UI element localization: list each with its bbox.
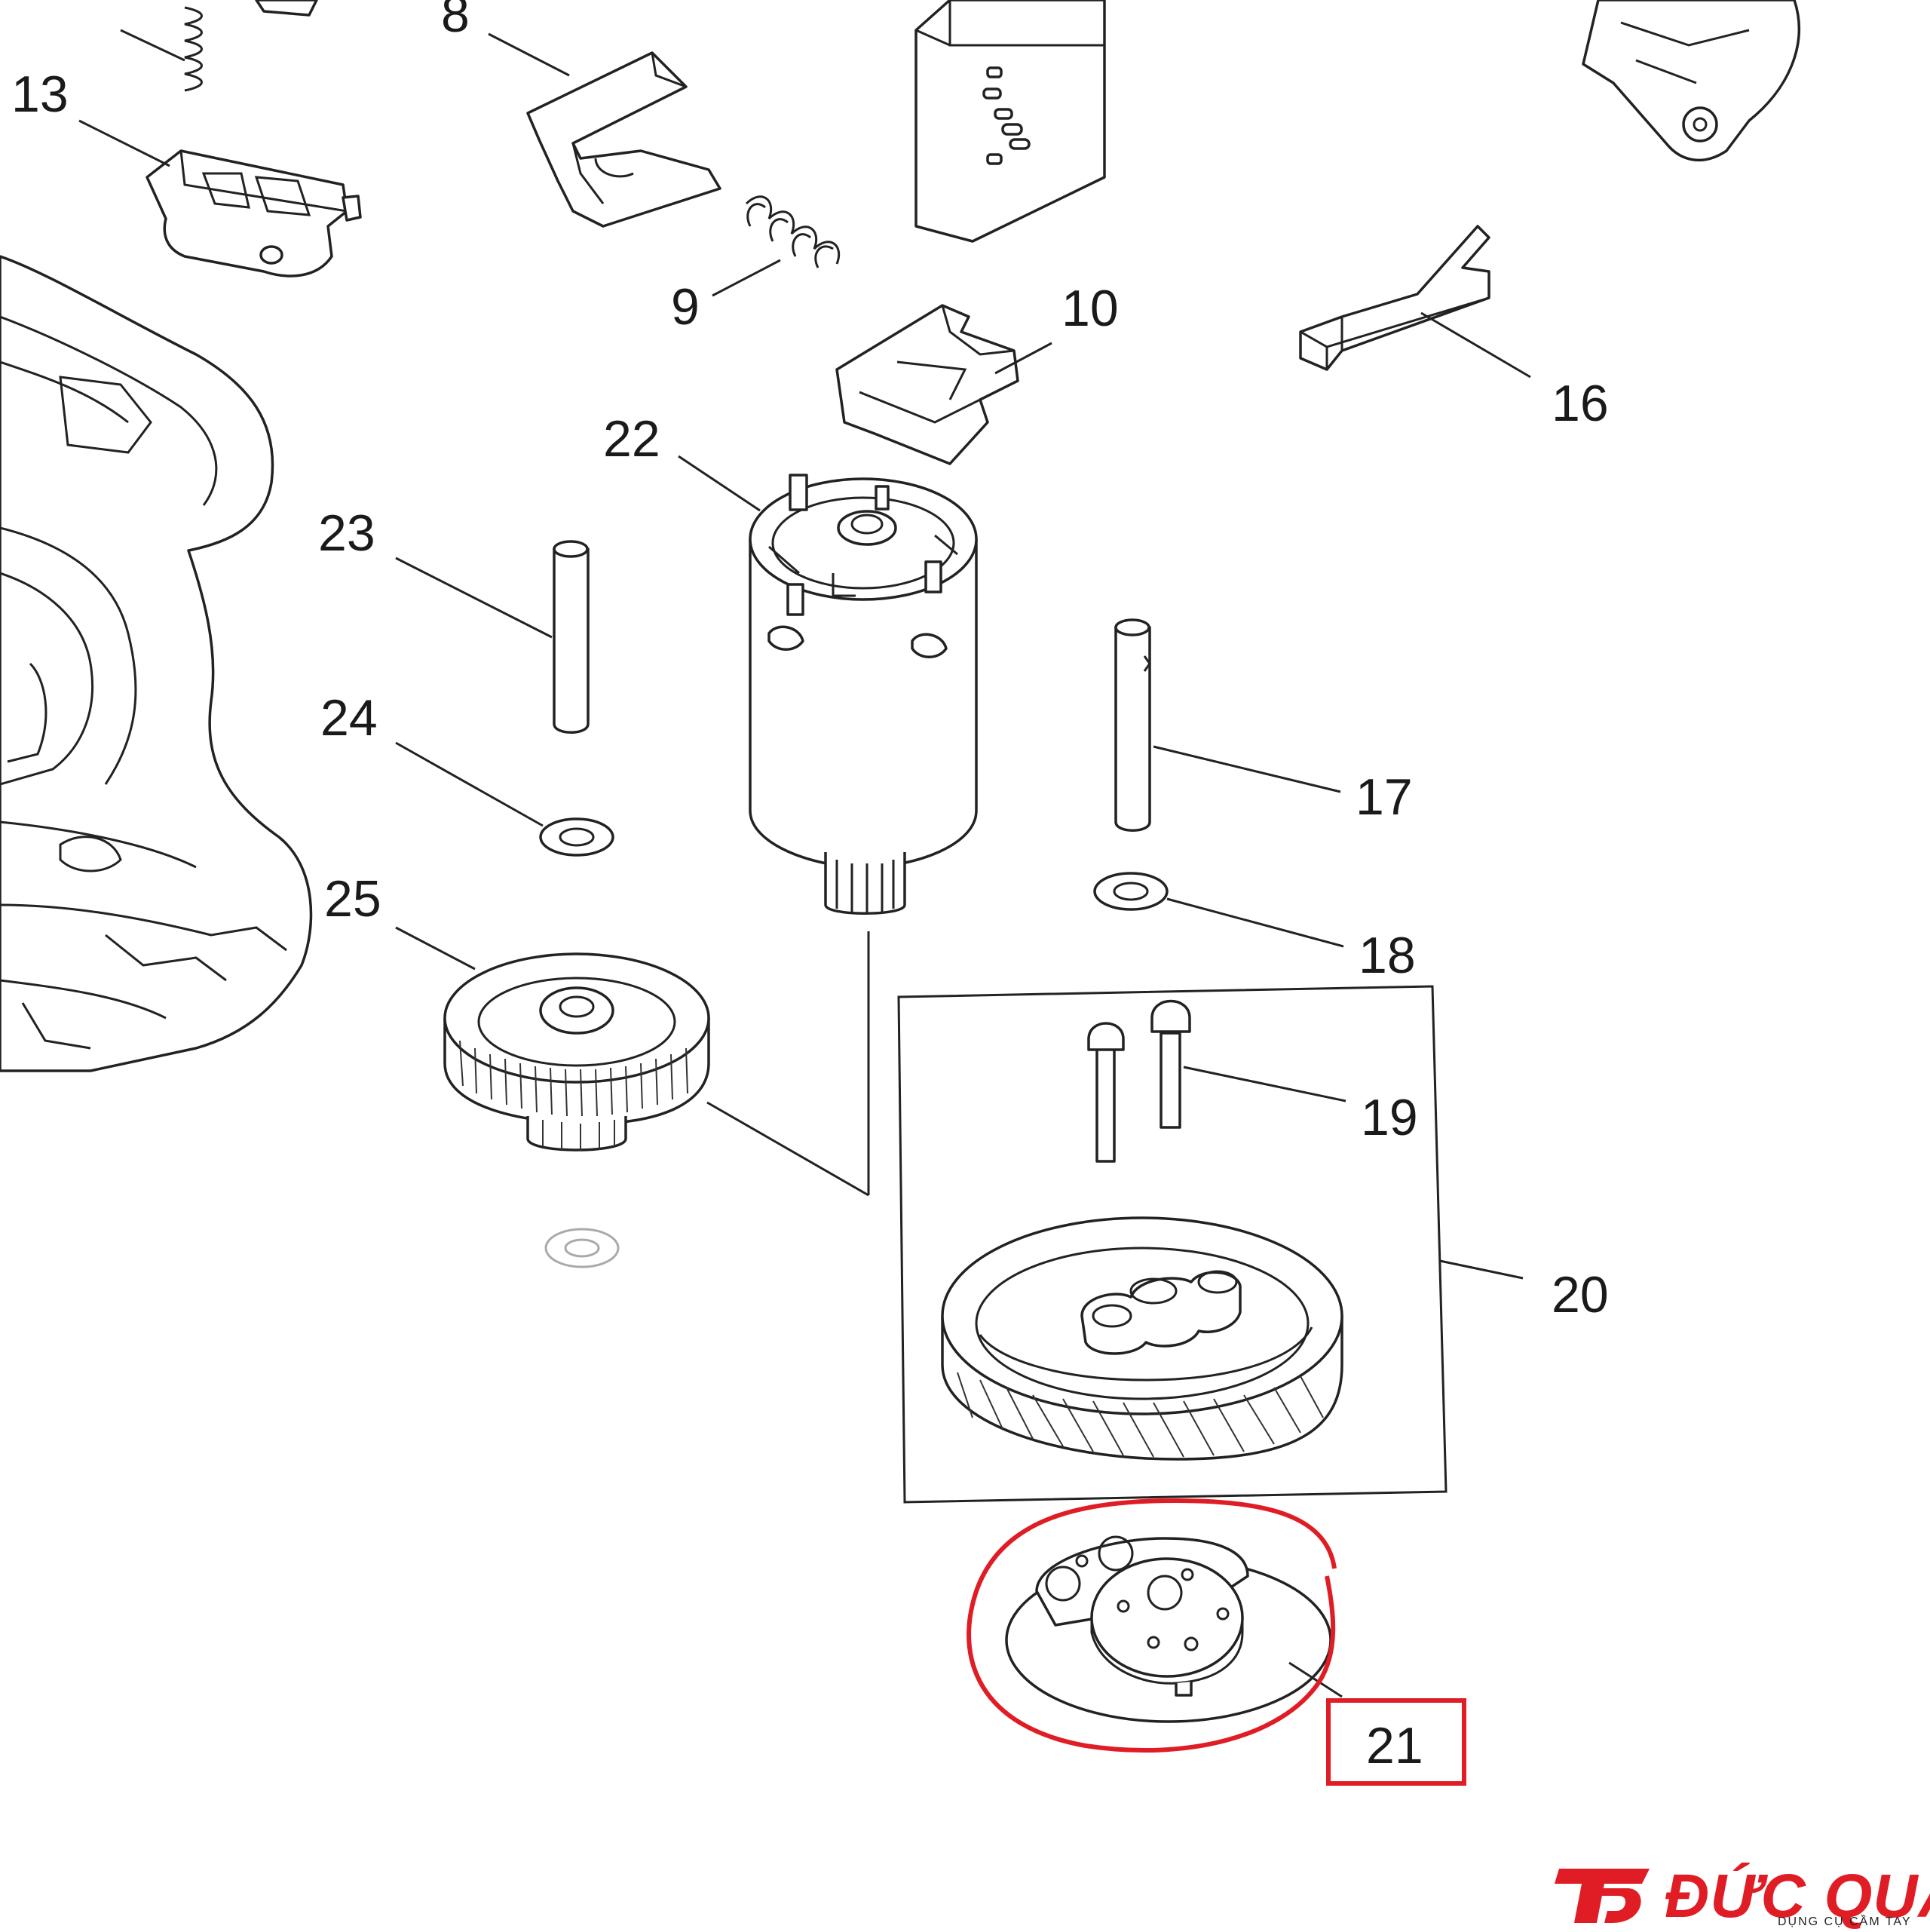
- part-8: [526, 51, 721, 228]
- part-top-right: [1582, 0, 1801, 162]
- part-25-gear: [443, 952, 710, 1152]
- callout-16: 16: [1552, 375, 1609, 432]
- part-18-washer: [1093, 872, 1169, 911]
- group-box-20: [897, 985, 1448, 1504]
- part-22-motor: [749, 474, 978, 915]
- part-21-plate: [1005, 1535, 1332, 1723]
- callout-10: 10: [1062, 280, 1119, 337]
- part-10: [835, 304, 1019, 465]
- part-17-pin: [1114, 618, 1151, 832]
- washer-ghost: [544, 1228, 620, 1268]
- callout-25: 25: [324, 870, 381, 928]
- switch-block: [914, 0, 1106, 243]
- part-9-spring: [745, 195, 841, 268]
- tool-housing: [0, 255, 313, 1072]
- highlight-loop: [967, 1498, 1337, 1753]
- callout-21: 21: [1366, 1717, 1423, 1774]
- part-23-pin: [553, 540, 590, 734]
- callout-9: 9: [671, 278, 700, 336]
- part-19-pins: [1087, 999, 1191, 1163]
- callout-13: 13: [11, 66, 69, 123]
- callout-19: 19: [1361, 1089, 1418, 1146]
- callout-24: 24: [320, 689, 378, 747]
- part-16: [1299, 225, 1490, 371]
- callout-23: 23: [318, 504, 375, 562]
- callout-22: 22: [603, 410, 660, 468]
- brand-logo: ĐỨC QUÂN DỤNG CỤ CẦM TAY: [1552, 1861, 1930, 1930]
- brand-tagline: DỤNG CỤ CẦM TAY: [1778, 1915, 1912, 1928]
- label-box-21: [1326, 1698, 1466, 1786]
- part-24-washer: [539, 817, 614, 857]
- callout-18: 18: [1359, 927, 1416, 984]
- brand-name: ĐỨC QUÂN: [1665, 1862, 1930, 1930]
- callout-8: 8: [441, 0, 470, 43]
- callout-20: 20: [1552, 1266, 1609, 1323]
- callout-17: 17: [1356, 768, 1413, 826]
- part-13-lever: [146, 149, 362, 278]
- spring-upper: [184, 6, 203, 92]
- part-20-gear-wheel: [941, 1216, 1343, 1461]
- drill-logo-icon: [1555, 1869, 1650, 1923]
